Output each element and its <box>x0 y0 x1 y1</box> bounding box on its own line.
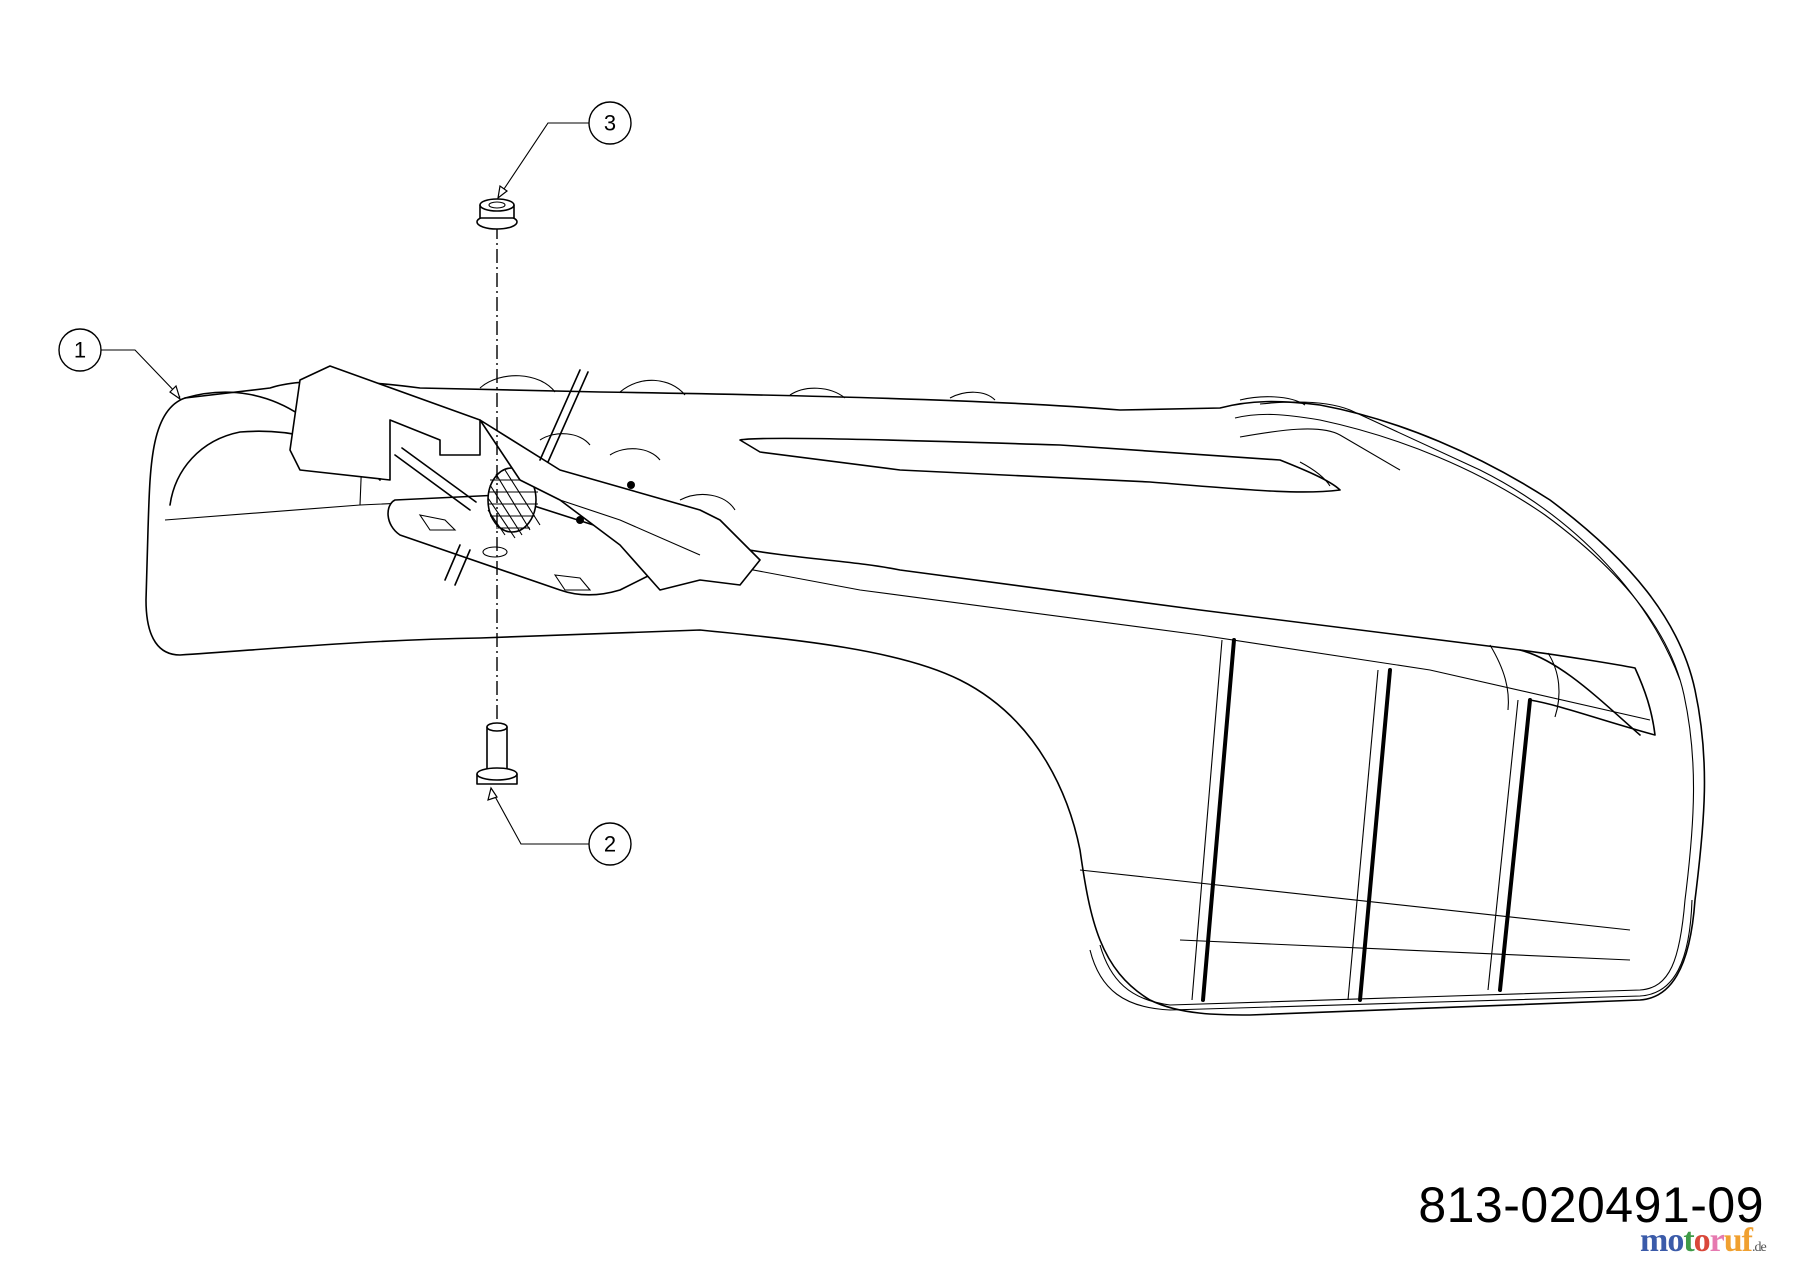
callout-2: 2 <box>487 786 632 866</box>
callout-number-1: 1 <box>74 338 86 363</box>
callout-number-3: 3 <box>604 111 616 136</box>
watermark-letter: f <box>1741 1222 1753 1259</box>
watermark-letter: o <box>1693 1222 1711 1259</box>
drawing-number: 813-020491-09 <box>1418 1177 1764 1233</box>
watermark-letter: o <box>1667 1222 1684 1259</box>
watermark-letter: r <box>1709 1222 1725 1259</box>
flange-nut-part-3 <box>476 198 518 230</box>
callout-3: 3 <box>497 101 632 200</box>
callout-number-2: 2 <box>604 832 616 857</box>
watermark-letter: m <box>1640 1222 1668 1259</box>
motoruf-watermark: motoruf.de <box>1640 1222 1767 1260</box>
watermark-letter: t <box>1683 1222 1694 1259</box>
watermark-letter: u <box>1723 1222 1743 1259</box>
latch-mechanism <box>289 365 761 596</box>
watermark-tld: .de <box>1752 1240 1767 1255</box>
callout-1: 1 <box>58 328 182 401</box>
flange-bolt-part-2 <box>476 722 518 785</box>
